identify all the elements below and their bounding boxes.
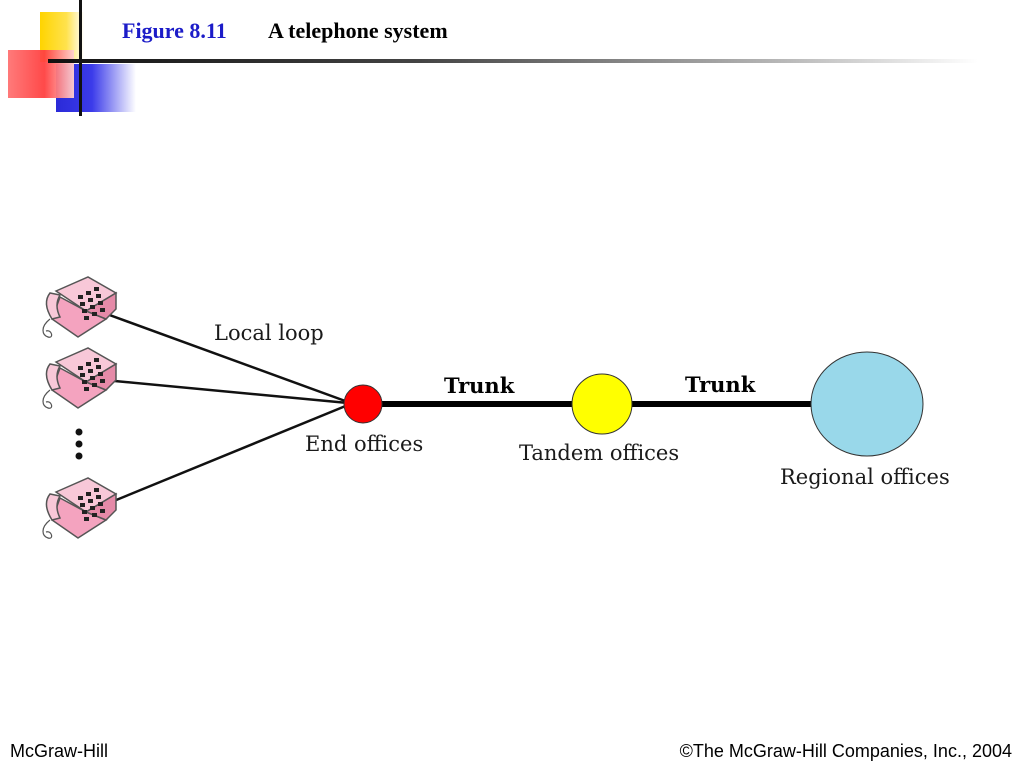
figure-number: Figure 8.11: [122, 18, 227, 43]
telephone-icon: [42, 276, 117, 339]
end-office-node: [343, 384, 383, 424]
telephone-icon: [42, 477, 117, 540]
local-loop-label: Local loop: [214, 321, 324, 345]
tandem-office-node: [571, 373, 633, 435]
title-rule: [48, 59, 978, 63]
telephone-icon: [42, 347, 117, 410]
trunk-label-2: Trunk: [685, 372, 756, 397]
end-offices-label: End offices: [305, 432, 423, 456]
local-loop-line-2: [103, 378, 349, 405]
regional-offices-label: Regional offices: [780, 465, 950, 489]
slide-title: A telephone system: [268, 18, 448, 43]
logo-vertical-line: [79, 0, 82, 116]
local-loop-line-3: [103, 403, 349, 507]
logo-red-square: [8, 50, 74, 98]
footer-copyright: ©The McGraw-Hill Companies, Inc., 2004: [679, 741, 1012, 761]
trunk-label-1: Trunk: [444, 373, 515, 398]
footer-publisher: McGraw-Hill: [10, 741, 108, 761]
regional-office-node: [810, 351, 924, 457]
tandem-offices-label: Tandem offices: [519, 441, 679, 465]
vertical-ellipsis-icon: [75, 428, 83, 460]
local-loop-line-1: [103, 311, 349, 404]
